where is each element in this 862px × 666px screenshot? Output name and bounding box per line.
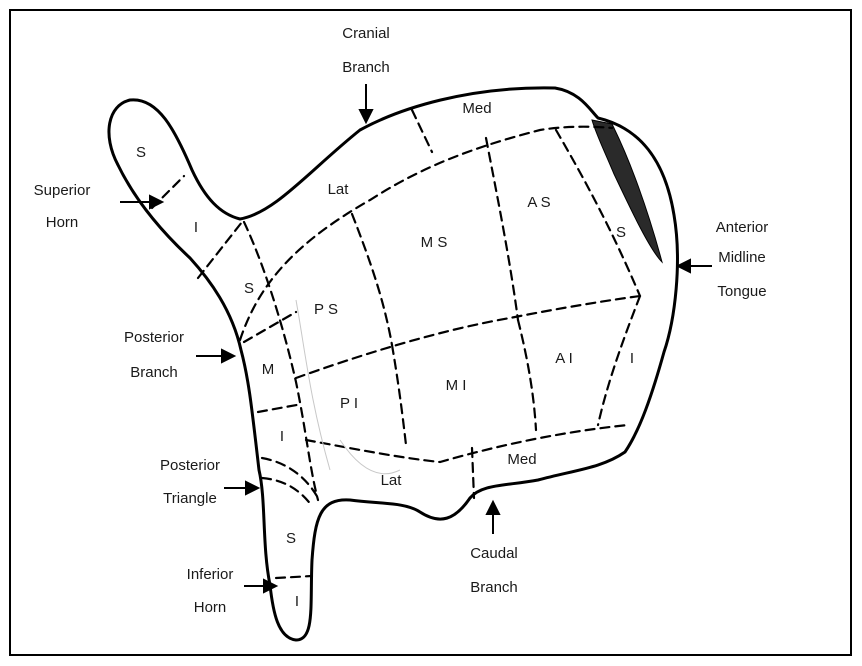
- segment-cranial-med: Med: [462, 100, 491, 117]
- label-superior-horn-line1: Superior: [34, 182, 91, 199]
- shaded-strip: [592, 120, 662, 262]
- segment-posterior-ps: P S: [314, 301, 338, 318]
- label-anterior-line2: Midline: [718, 249, 766, 266]
- segment-anterior-as: A S: [527, 194, 550, 211]
- segment-superior-horn-i: I: [194, 219, 198, 236]
- segment-middle-mi: M I: [446, 377, 467, 394]
- label-anterior-line3: Tongue: [717, 283, 766, 300]
- label-caudal-line1: Caudal: [470, 545, 518, 562]
- segment-posterior-m: M: [262, 361, 275, 378]
- label-posterior-branch-line1: Posterior: [124, 329, 184, 346]
- organ-outline: [109, 88, 677, 640]
- label-posterior-triangle-line2: Triangle: [163, 490, 217, 507]
- label-posterior-triangle-line1: Posterior: [160, 457, 220, 474]
- segment-boundaries: [152, 110, 640, 578]
- label-cranial-line1: Cranial: [342, 25, 390, 42]
- label-posterior-branch-line2: Branch: [130, 364, 178, 381]
- label-inferior-horn-line2: Horn: [194, 599, 227, 616]
- segment-posterior-s: S: [244, 280, 254, 297]
- label-anterior-line1: Anterior: [716, 219, 769, 236]
- segment-anterior-s: S: [616, 224, 626, 241]
- label-inferior-horn-line1: Inferior: [187, 566, 234, 583]
- segment-anterior-i: I: [630, 350, 634, 367]
- segment-caudal-lat: Lat: [381, 472, 403, 489]
- segment-posterior-pi: P I: [340, 395, 358, 412]
- segment-inferior-horn-i: I: [295, 593, 299, 610]
- segment-superior-horn-s: S: [136, 144, 146, 161]
- segment-anterior-ai: A I: [555, 350, 573, 367]
- segment-caudal-med: Med: [507, 451, 536, 468]
- segment-inferior-horn-s: S: [286, 530, 296, 547]
- segment-middle-ms: M S: [421, 234, 448, 251]
- label-superior-horn-line2: Horn: [46, 214, 79, 231]
- segment-cranial-lat: Lat: [328, 181, 350, 198]
- segment-posterior-i: I: [280, 428, 284, 445]
- label-cranial-line2: Branch: [342, 59, 390, 76]
- label-caudal-line2: Branch: [470, 579, 518, 596]
- external-labels: Cranial Branch Superior Horn Anterior Mi…: [34, 25, 769, 616]
- faint-sketch-lines: [296, 300, 400, 474]
